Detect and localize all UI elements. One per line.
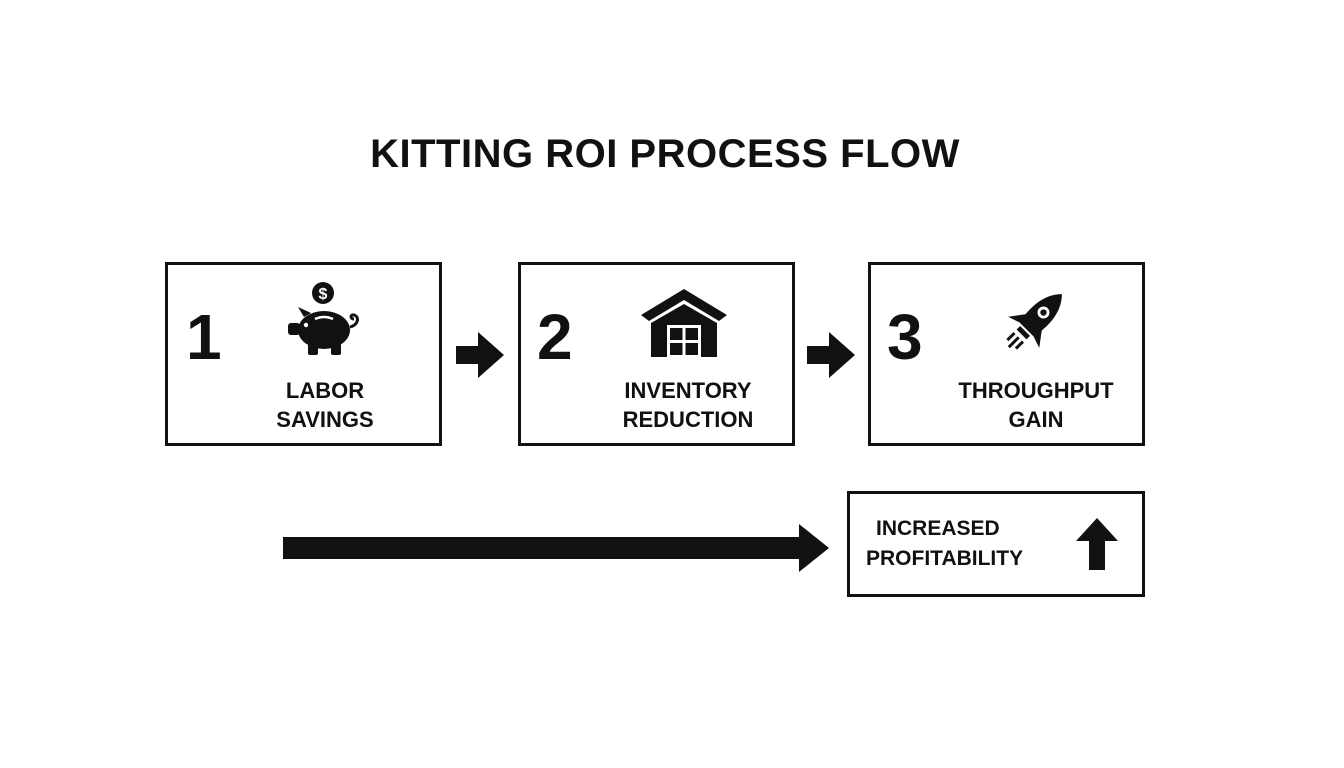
step-number: 1: [186, 301, 222, 373]
svg-text:$: $: [319, 286, 328, 303]
step-number: 2: [537, 301, 573, 373]
step-label: LABOR SAVINGS: [276, 378, 374, 432]
step-box-inventory-reduction: 2 INVENTORY REDUCTION: [518, 262, 795, 446]
result-box-increased-profitability: INCREASED PROFITABILITY: [847, 491, 1145, 597]
flow-arrow-icon: [456, 332, 504, 378]
step-number: 3: [887, 301, 923, 373]
step-box-throughput-gain: 3 THROUGHPUT GAIN: [868, 262, 1145, 446]
flow-arrow-icon: [807, 332, 855, 378]
result-label: INCREASED PROFITABILITY: [866, 517, 1024, 570]
up-arrow-icon: [1076, 518, 1118, 570]
diagram-title: KITTING ROI PROCESS FLOW: [370, 132, 960, 176]
rocket-icon: [1006, 294, 1062, 350]
step-label: INVENTORY REDUCTION: [622, 378, 754, 432]
step-box-labor-savings: 1 $ LABOR SAVINGS: [165, 262, 442, 446]
piggy-bank-icon: $: [288, 282, 359, 355]
step-label: THROUGHPUT GAIN: [958, 378, 1114, 432]
long-arrow-icon: [283, 524, 829, 572]
warehouse-icon: [641, 289, 727, 357]
